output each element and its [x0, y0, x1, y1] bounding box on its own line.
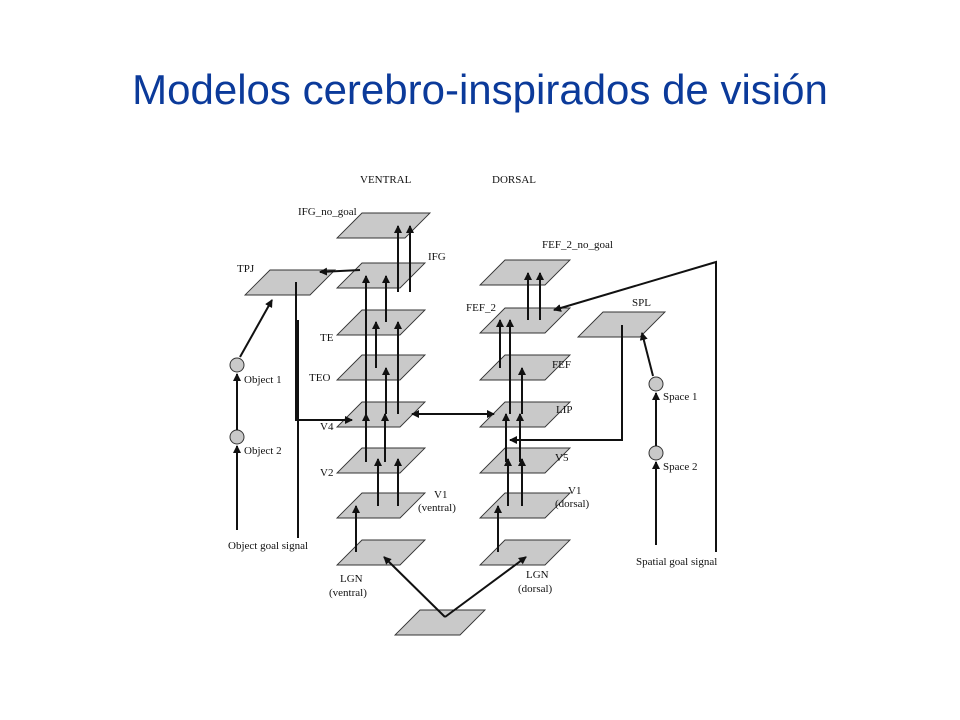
- ventral-stream-label: VENTRAL: [360, 174, 412, 186]
- plane-te: [335, 309, 427, 336]
- plane-fef-2-no-goal: [478, 259, 572, 286]
- label-spatial-goal-signal: Spatial goal signal: [636, 556, 717, 568]
- label-lip: LIP: [556, 404, 573, 416]
- label-v1-dorsal: V1: [568, 485, 581, 497]
- node-object2: [229, 429, 245, 445]
- label-object-goal-signal: Object goal signal: [228, 540, 308, 552]
- arrow-input-to-lgn-dorsal: [444, 556, 527, 618]
- label-te: TE: [320, 332, 334, 344]
- node-space1: [648, 376, 664, 392]
- plane-input: [393, 609, 487, 636]
- label-space1: Space 1: [663, 391, 698, 403]
- label-fef-2-no-goal: FEF_2_no_goal: [542, 239, 613, 251]
- plane-teo: [335, 354, 427, 381]
- label-lgn-ventral-sub: (ventral): [329, 587, 367, 599]
- node-space2: [648, 445, 664, 461]
- label-lgn-ventral: LGN: [340, 573, 363, 585]
- plane-lgn-ventral: [335, 539, 427, 566]
- arrow-tpj-to-v4: [295, 282, 353, 424]
- node-object1: [229, 357, 245, 373]
- plane-v1-dorsal: [478, 492, 572, 519]
- arrow-spatial-goal-to-fef2: [553, 260, 717, 552]
- label-fef-2: FEF_2: [466, 302, 496, 314]
- label-ifg-no-goal: IFG_no_goal: [298, 206, 357, 218]
- label-lgn-dorsal-sub: (dorsal): [518, 583, 553, 595]
- slide-title: Modelos cerebro-inspirados de visión: [132, 66, 828, 113]
- label-v1-ventral-sub: (ventral): [418, 502, 456, 514]
- plane-tpj: [243, 269, 337, 296]
- plane-v4: [335, 401, 427, 428]
- label-teo: TEO: [309, 372, 330, 384]
- label-v1-dorsal-sub: (dorsal): [555, 498, 590, 510]
- arrow-spl-to-lip: [509, 325, 623, 444]
- plane-lgn-dorsal: [478, 539, 572, 566]
- label-spl: SPL: [632, 297, 651, 309]
- arrow-object1-to-tpj: [239, 299, 273, 358]
- dorsal-stream-label: DORSAL: [492, 174, 536, 186]
- label-lgn-dorsal: LGN: [526, 569, 549, 581]
- label-v4: V4: [320, 421, 334, 433]
- label-ifg: IFG: [428, 251, 446, 263]
- label-object2: Object 2: [244, 445, 282, 457]
- plane-v2: [335, 447, 427, 474]
- plane-ifg: [335, 262, 427, 289]
- arrow-space1-to-spl: [639, 332, 654, 377]
- label-v5: V5: [555, 452, 569, 464]
- label-fef: FEF: [552, 359, 571, 371]
- label-v1-ventral: V1: [434, 489, 447, 501]
- label-tpj: TPJ: [237, 263, 255, 275]
- arrow-ifg-to-tpj: [319, 267, 361, 276]
- arrow-input-to-lgn-ventral: [383, 556, 446, 618]
- label-object1: Object 1: [244, 374, 282, 386]
- label-space2: Space 2: [663, 461, 698, 473]
- label-v2: V2: [320, 467, 333, 479]
- plane-v1-ventral: [335, 492, 427, 519]
